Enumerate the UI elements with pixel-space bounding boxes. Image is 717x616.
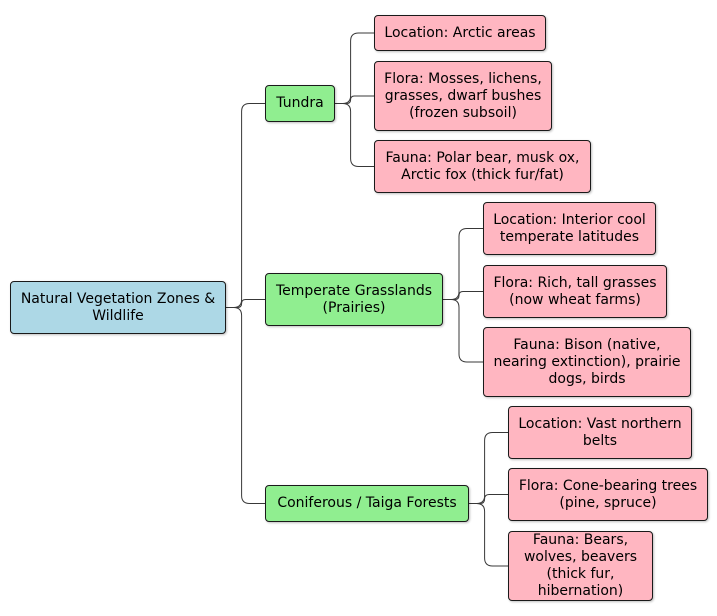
detail-node-label: Location: Interior cool temperate latitu…	[493, 211, 646, 245]
detail-node-tundra-fauna: Fauna: Polar bear, musk ox, Arctic fox (…	[374, 140, 591, 193]
connector-zone-2-detail-0	[469, 432, 508, 504]
detail-node-label: Flora: Rich, tall grasses (now wheat far…	[493, 274, 657, 308]
detail-node-label: Location: Vast northern belts	[518, 415, 682, 449]
connector-zone-1-detail-0	[443, 228, 483, 300]
connector-zone-0-detail-2	[335, 103, 374, 167]
zone-node-tundra: Tundra	[265, 85, 335, 122]
connector-root-zone-0	[226, 103, 265, 308]
detail-node-grasslands-fauna: Fauna: Bison (native, nearing extinction…	[483, 327, 691, 397]
connector-zone-2-detail-2	[469, 503, 508, 567]
detail-node-label: Flora: Mosses, lichens, grasses, dwarf b…	[384, 70, 542, 121]
connector-zone-0-detail-1	[335, 95, 374, 104]
detail-node-coniferous-flora: Flora: Cone-bearing trees (pine, spruce)	[508, 468, 708, 521]
connector-root-zone-1	[226, 299, 265, 308]
connector-zone-1-detail-1	[443, 291, 483, 300]
root-node-label: Natural Vegetation Zones & Wildlife	[20, 290, 216, 324]
detail-node-tundra-location: Location: Arctic areas	[374, 15, 546, 51]
detail-node-label: Fauna: Bison (native, nearing extinction…	[493, 336, 681, 387]
detail-node-label: Fauna: Bears, wolves, beavers (thick fur…	[523, 532, 638, 599]
connector-zone-1-detail-2	[443, 299, 483, 363]
zone-node-label: Coniferous / Taiga Forests	[277, 495, 457, 511]
detail-node-coniferous-location: Location: Vast northern belts	[508, 406, 692, 459]
detail-node-label: Fauna: Polar bear, musk ox, Arctic fox (…	[385, 149, 580, 183]
detail-node-label: Location: Arctic areas	[384, 24, 536, 41]
zone-node-temperate-grasslands: Temperate Grasslands (Prairies)	[265, 273, 443, 326]
connector-root-zone-2	[226, 307, 265, 504]
root-node: Natural Vegetation Zones & Wildlife	[10, 281, 226, 334]
detail-node-label: Flora: Cone-bearing trees (pine, spruce)	[518, 477, 698, 511]
connector-zone-0-detail-0	[335, 32, 374, 104]
detail-node-grasslands-flora: Flora: Rich, tall grasses (now wheat far…	[483, 265, 667, 318]
detail-node-grasslands-location: Location: Interior cool temperate latitu…	[483, 202, 656, 255]
detail-node-tundra-flora: Flora: Mosses, lichens, grasses, dwarf b…	[374, 61, 552, 131]
detail-node-coniferous-fauna: Fauna: Bears, wolves, beavers (thick fur…	[508, 531, 653, 601]
zone-node-coniferous-forests: Coniferous / Taiga Forests	[265, 485, 469, 522]
zone-node-label: Tundra	[276, 95, 324, 111]
zone-node-label: Temperate Grasslands (Prairies)	[275, 282, 433, 316]
connector-zone-2-detail-1	[469, 494, 508, 504]
